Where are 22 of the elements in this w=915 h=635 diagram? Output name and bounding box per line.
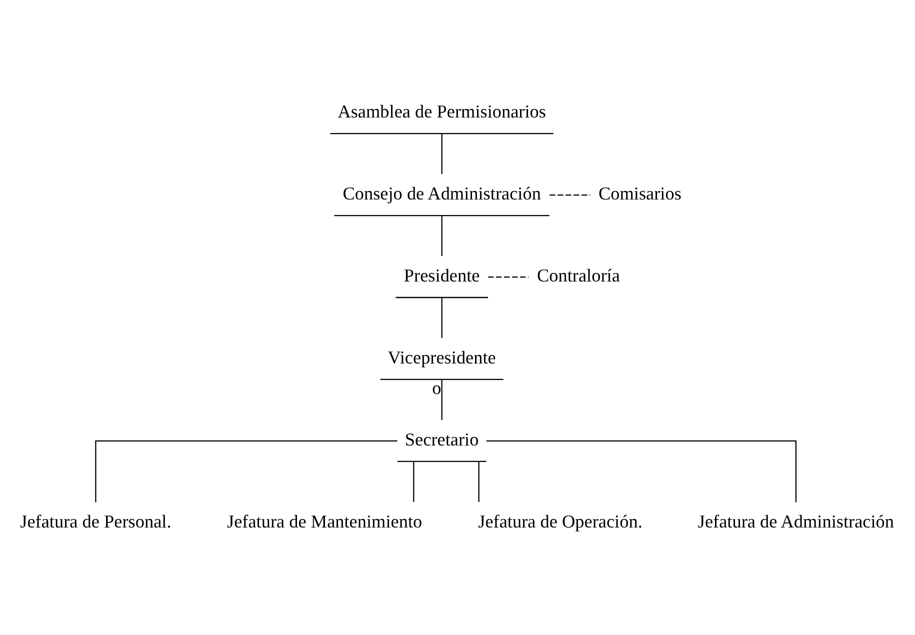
connector	[95, 440, 398, 502]
node-text: Jefatura de Mantenimiento	[227, 510, 422, 531]
node-text: Asamblea de Permisionarios	[338, 100, 546, 121]
node-text: Vicepresidente	[388, 346, 496, 367]
connector	[550, 194, 590, 196]
node-text: Secretario	[404, 428, 479, 449]
connector	[478, 461, 480, 502]
connector	[486, 440, 797, 502]
node-text: Comisarios	[598, 182, 682, 203]
node-text: Presidente	[404, 264, 480, 285]
connector	[441, 215, 442, 256]
node-text: Consejo de Administración	[342, 182, 541, 203]
connector	[488, 276, 529, 278]
node-text: Jefatura de Administración	[698, 510, 894, 531]
node-text: Jefatura de Personal.	[20, 510, 172, 531]
connector	[441, 379, 442, 420]
connector	[441, 133, 442, 174]
connector	[441, 297, 442, 338]
node-text: Contraloría	[537, 264, 620, 285]
edge-label: o	[432, 377, 442, 398]
connector	[413, 461, 414, 502]
node-text: Jefatura de Operación.	[478, 510, 642, 531]
